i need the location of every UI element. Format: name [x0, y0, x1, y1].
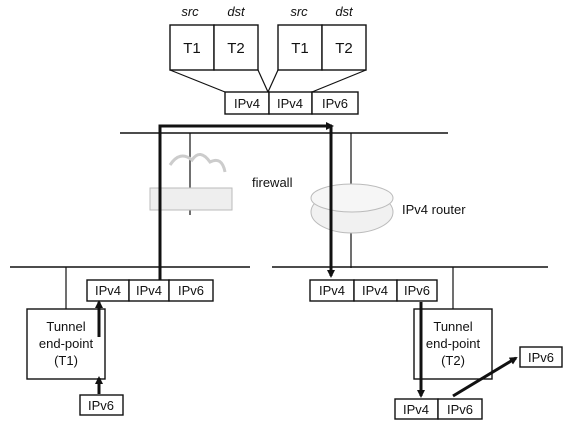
- packet-cell-label: IPv4: [234, 96, 260, 111]
- decapsulated-packet: IPv4 IPv6: [394, 398, 483, 420]
- packet-cell-label: IPv6: [88, 398, 114, 413]
- flame-icon: [168, 153, 227, 173]
- firewall-device: firewall: [149, 133, 293, 215]
- endpoint-label: end-point: [39, 336, 94, 351]
- packet-cell-ipv6: [396, 279, 438, 302]
- endpoint-label: (T2): [441, 353, 465, 368]
- dst-address-box: [213, 24, 259, 71]
- dst-label: dst: [227, 4, 246, 19]
- endpoint-label: Tunnel: [46, 319, 85, 334]
- endpoint-label: (T1): [54, 353, 78, 368]
- router-label: IPv4 router: [402, 202, 466, 217]
- connector-line: [311, 69, 367, 93]
- packet-cell-ipv6: [79, 394, 124, 416]
- header-detail: src dst src dst T1 T2 T1 T2 IPv4 IPv4 IP…: [169, 4, 367, 115]
- tunnel-endpoint-t2: Tunnel end-point (T2): [413, 308, 493, 380]
- packet-cell-label: IPv6: [528, 350, 554, 365]
- endpoint-label: end-point: [426, 336, 481, 351]
- t2-address: T2: [227, 40, 245, 57]
- connector-line: [257, 69, 269, 93]
- t2-address: T2: [335, 40, 353, 57]
- packet-cell-label: IPv4: [403, 402, 429, 417]
- flow-arrow: [452, 356, 518, 398]
- endpoint-box: [413, 308, 493, 380]
- t1-address: T1: [183, 40, 201, 57]
- left-packet: IPv4 IPv4 IPv6: [86, 279, 214, 302]
- packet-cell-ipv6: [519, 346, 563, 368]
- dst-address-box: [321, 24, 367, 71]
- packet-cell-ipv6: [168, 279, 214, 302]
- right-packet: IPv4 IPv4 IPv6: [309, 279, 438, 302]
- tunnel-endpoint-t1: Tunnel end-point (T1): [26, 308, 106, 380]
- firewall-icon: [149, 187, 233, 211]
- packet-flow: [95, 122, 518, 398]
- packet-cell-label: IPv4: [319, 283, 345, 298]
- src-address-box: [277, 24, 323, 71]
- packet-cell-label: IPv4: [362, 283, 388, 298]
- packet-cell-label: IPv6: [178, 283, 204, 298]
- packet-cell-label: IPv4: [95, 283, 121, 298]
- packet-cell-ipv6: [437, 398, 483, 420]
- src-address-box: [169, 24, 215, 71]
- packet-cell-label: IPv6: [404, 283, 430, 298]
- packet-cell-ipv6: [311, 91, 359, 115]
- endpoint-box: [26, 308, 106, 380]
- packet-cell-label: IPv6: [447, 402, 473, 417]
- connector-line: [267, 69, 279, 93]
- endpoint-label: Tunnel: [433, 319, 472, 334]
- packet-cell-label: IPv4: [277, 96, 303, 111]
- src-label: src: [181, 4, 199, 19]
- t1-address: T1: [291, 40, 309, 57]
- router-top-icon: [310, 183, 394, 213]
- router-device: IPv4 router: [310, 133, 466, 268]
- packet-cell-label: IPv6: [322, 96, 348, 111]
- dst-label: dst: [335, 4, 354, 19]
- firewall-label: firewall: [252, 175, 293, 190]
- ipv6-output-packet: IPv6: [519, 346, 563, 368]
- src-label: src: [290, 4, 308, 19]
- packet-cell-label: IPv4: [136, 283, 162, 298]
- ipv6-input-packet: IPv6: [79, 394, 124, 416]
- connector-line: [169, 69, 226, 93]
- flow-arrow: [158, 122, 334, 280]
